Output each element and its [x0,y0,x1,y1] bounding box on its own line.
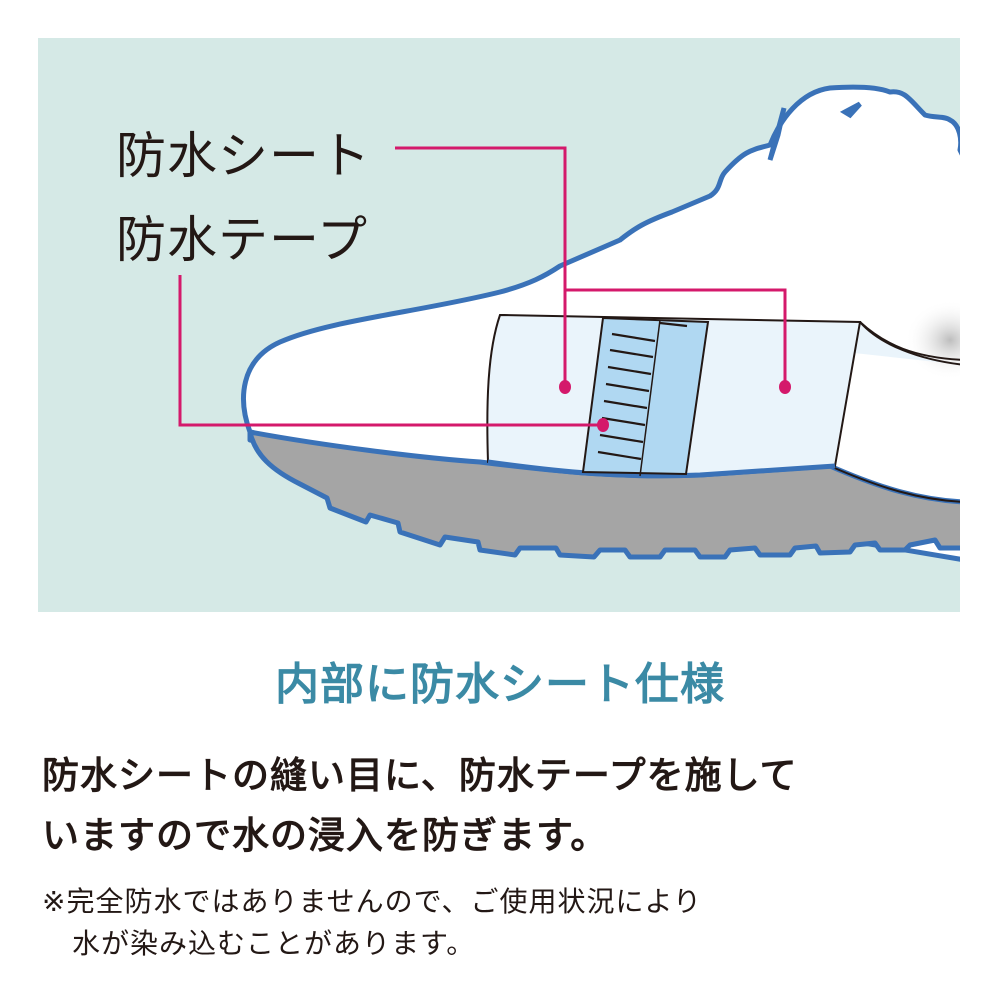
body-line-2: いますので水の浸入を防ぎます。 [42,814,609,857]
shoe-sole [247,429,960,560]
shoe-illustration [178,84,960,562]
body-line-1: 防水シートの縫い目に、防水テープを施して [42,754,798,797]
callout-dots [559,380,791,432]
label-waterproof-sheet: 防水シート [116,127,371,185]
note-line-2: 水が染み込むことがあります。 [72,927,476,960]
callout-lines [178,146,787,427]
label-waterproof-tape: 防水テープ [116,211,368,269]
shoe-diagram: 防水シート 防水テープ [38,38,960,612]
note-line-1: ※完全防水ではありませんので、ご使用状況により [42,885,702,918]
section-heading: 内部に防水シート仕様 [275,659,725,710]
waterproof-tape [581,316,710,476]
stitch-marks [597,321,688,461]
